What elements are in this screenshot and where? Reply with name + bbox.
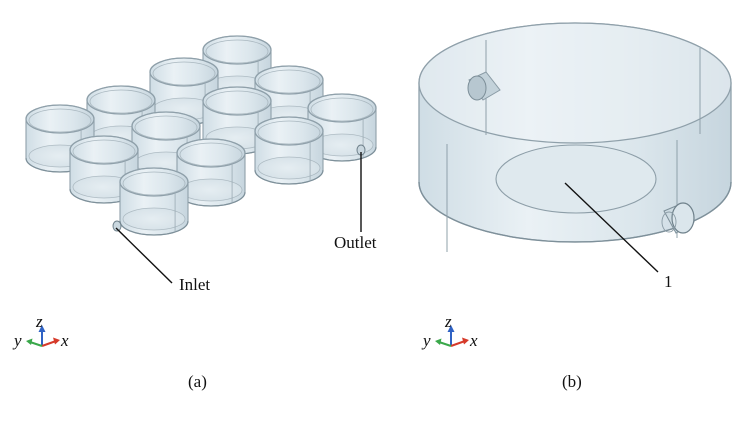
axis-b-x-label: x — [470, 331, 478, 350]
axis-b-z-label: z — [445, 312, 452, 331]
axis-triad-a — [26, 325, 60, 347]
cylinder-cup — [119, 167, 189, 236]
cylinder-cup — [176, 138, 246, 207]
axis-b-y-label: y — [423, 331, 431, 350]
inlet-label: Inlet — [179, 275, 211, 294]
cylinder-top — [418, 22, 732, 144]
inlet-leader-line — [115, 227, 173, 284]
region-1-disc — [495, 144, 657, 214]
front-port — [661, 202, 695, 234]
back-port — [467, 71, 501, 101]
cylinder-cup — [254, 116, 324, 185]
axis-a-x-label: x — [61, 331, 69, 350]
axis-triad-b — [435, 325, 469, 347]
region-1-label: 1 — [664, 272, 673, 291]
axis-a-z-label: z — [36, 312, 43, 331]
outlet-label: Outlet — [334, 233, 377, 252]
panel-b-single-cylinder — [418, 22, 732, 252]
region-1-leader-line — [564, 182, 659, 273]
panel-a-cylinder-array — [25, 35, 377, 236]
inlet-port — [112, 220, 122, 232]
axis-a-y-label: y — [14, 331, 22, 350]
caption-b: (b) — [562, 372, 582, 391]
caption-a: (a) — [188, 372, 207, 391]
